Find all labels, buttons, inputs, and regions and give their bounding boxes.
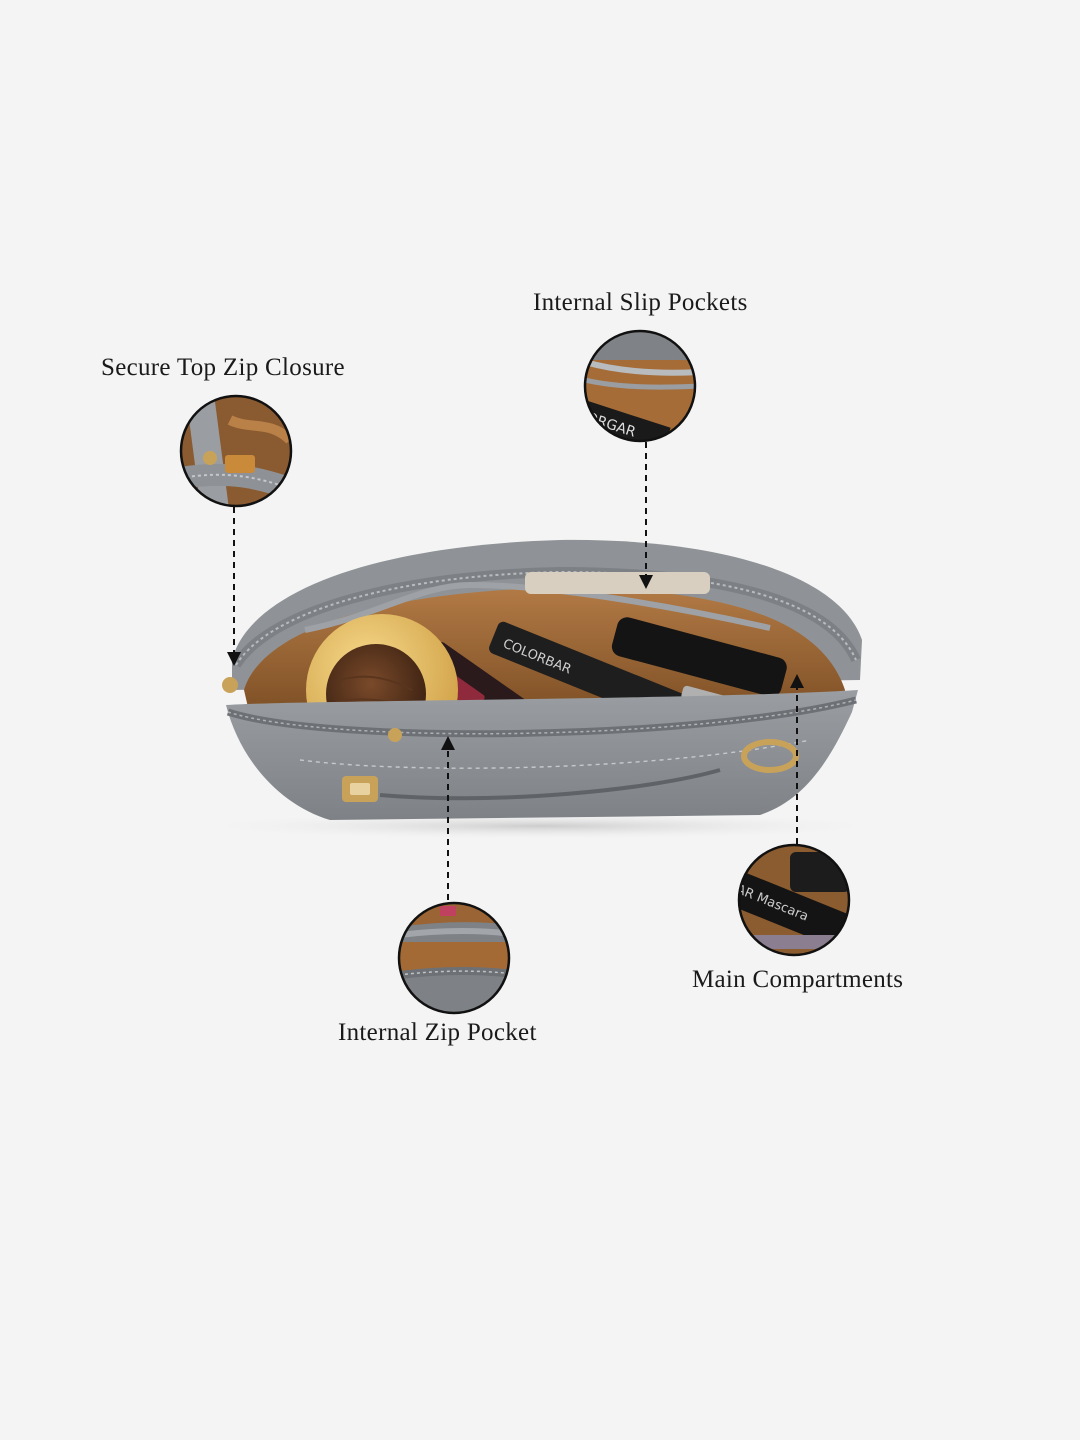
callout-arrowheads (227, 575, 804, 750)
zoom-circle-main-compartments: AR Mascara (737, 843, 851, 957)
lower-zipper (379, 768, 721, 801)
zoom-circle-zip-closure (179, 394, 293, 508)
phone (525, 572, 710, 594)
slip-pocket-edge (304, 581, 771, 633)
zoom-circle-slip-pockets: ORGAR (583, 329, 697, 443)
label-internal-slip-pockets: Internal Slip Pockets (533, 289, 748, 316)
label-internal-zip-pocket: Internal Zip Pocket (338, 1019, 537, 1046)
bag-front-body (226, 690, 858, 820)
label-main-compartments: Main Compartments (692, 966, 904, 993)
label-secure-top-zip-closure: Secure Top Zip Closure (101, 354, 345, 381)
zoom-circle-zip-pocket (397, 901, 511, 1015)
callout-connectors (233, 442, 798, 900)
